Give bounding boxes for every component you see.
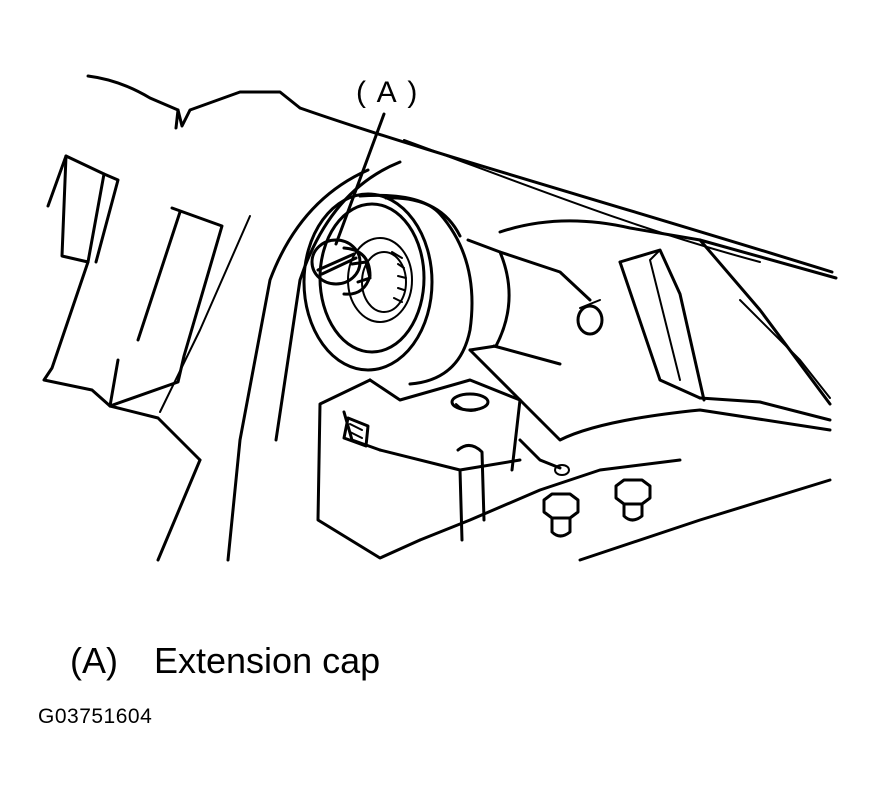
extension-cap-illustration bbox=[42, 74, 838, 562]
legend-key: (A) bbox=[70, 640, 118, 681]
body-panel-outline bbox=[86, 74, 834, 274]
mount-bracket bbox=[316, 348, 832, 562]
callout-label: ( A ) bbox=[356, 76, 420, 109]
mounting-bolt bbox=[542, 478, 652, 538]
legend-text: Extension cap bbox=[154, 640, 381, 681]
legend-item: (A) Extension cap bbox=[70, 640, 380, 682]
panel-edge-lines bbox=[156, 160, 402, 562]
left-bracket bbox=[42, 154, 251, 462]
figure-code: G03751604 bbox=[38, 705, 153, 728]
callout-leader-line bbox=[334, 112, 386, 246]
extension-cap bbox=[310, 238, 372, 296]
transmission-case bbox=[498, 219, 838, 422]
